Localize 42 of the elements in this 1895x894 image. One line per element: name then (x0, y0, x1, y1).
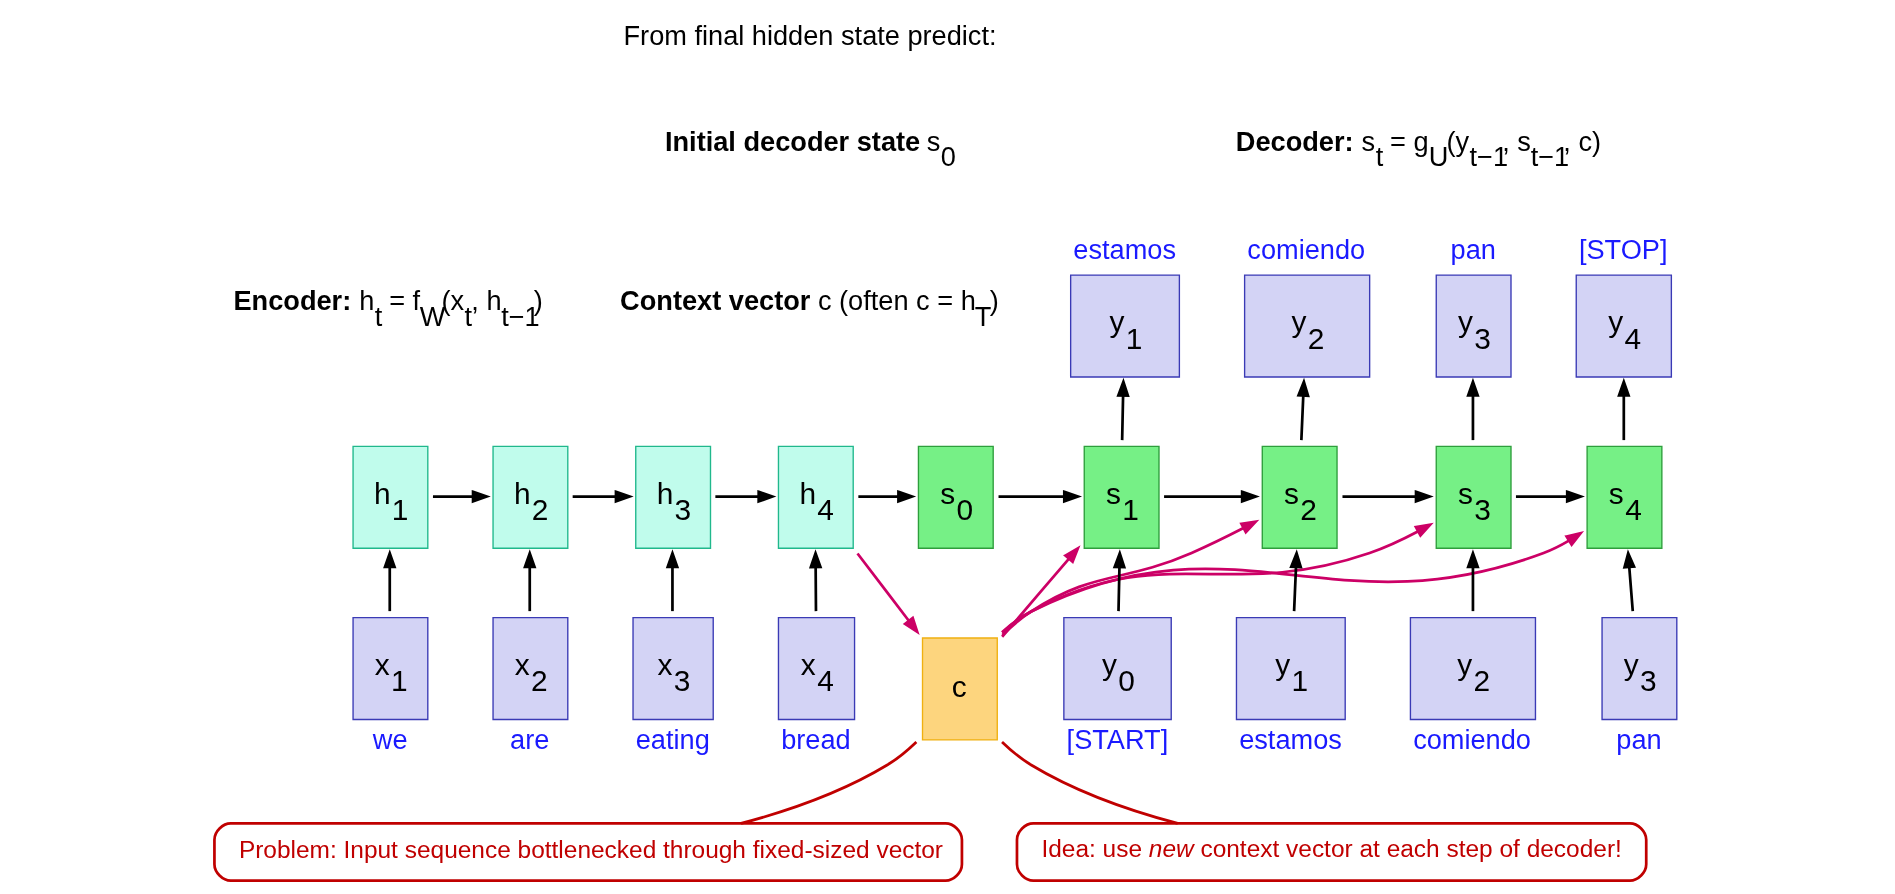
arrow (857, 489, 916, 504)
arrow (572, 489, 634, 504)
node-label: we (372, 724, 407, 756)
node-label: pan (1615, 724, 1662, 756)
node-label: eating (635, 724, 710, 756)
arrow (1465, 549, 1480, 612)
arrow (855, 552, 920, 635)
arrow (808, 549, 822, 612)
connector (740, 740, 917, 825)
arrow (1296, 377, 1310, 441)
node-box: Problem: Input sequence bottlenecked through fixed-sized vector (212, 822, 963, 882)
arrow (1616, 377, 1630, 441)
arrow (1515, 489, 1585, 504)
arrow (1622, 549, 1636, 612)
node-label: comiendo (1412, 724, 1531, 756)
arrow (1163, 489, 1260, 504)
connector (1000, 741, 1178, 825)
arrow (998, 489, 1082, 504)
arrow (522, 549, 536, 612)
arrow (665, 549, 679, 612)
arrow (1341, 489, 1434, 504)
arrow (1000, 531, 1584, 634)
node-label: are (509, 724, 549, 756)
arrow (714, 489, 776, 504)
arrow (1000, 519, 1259, 637)
node-label: comiendo (1246, 233, 1365, 265)
arrow (382, 549, 396, 612)
node-label: bread (780, 724, 851, 756)
node-label: [STOP] (1578, 233, 1668, 265)
node-label: estamos (1072, 233, 1176, 265)
node-label: [START] (1066, 724, 1168, 756)
node-box: Idea: use new context vector at each step of decoder! (1015, 822, 1648, 882)
arrow (1000, 522, 1434, 634)
arrow (1112, 549, 1126, 612)
arrow (432, 489, 491, 504)
label: From final hidden state predict: (623, 19, 997, 51)
arrow (1465, 377, 1480, 441)
node-label: estamos (1238, 724, 1342, 756)
arrow (1000, 545, 1080, 638)
node-label: pan (1450, 233, 1496, 265)
arrow (1288, 549, 1303, 612)
arrow (1115, 377, 1130, 441)
